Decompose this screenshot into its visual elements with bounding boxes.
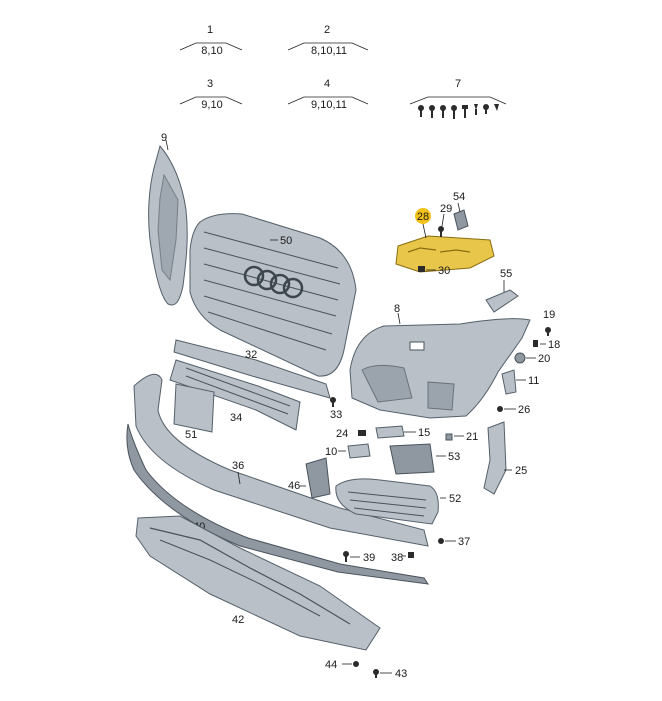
callout-19: 19 [543, 309, 555, 321]
callout-32: 32 [245, 349, 257, 361]
set-header-4: 4 9,10,11 [287, 78, 369, 111]
part-53-bracket: 53 [389, 443, 460, 475]
callout-30: 30 [438, 265, 450, 277]
set-contents: 9,10,11 [311, 99, 347, 111]
part-42-underbody-panel: 42 [135, 515, 381, 651]
callout-39: 39 [363, 552, 375, 564]
callout-55: 55 [500, 268, 512, 280]
set-number: 3 [207, 78, 213, 90]
callout-37: 37 [458, 536, 470, 548]
set-header-3: 3 9,10 [179, 78, 243, 111]
part-52-fog-grille: 52 [335, 478, 461, 525]
part-10-cap: 10 [325, 443, 371, 459]
part-33-screw: 33 [330, 397, 342, 421]
callout-28: 28 [417, 211, 429, 223]
callout-29: 29 [440, 203, 452, 215]
part-39-screw: 39 [343, 551, 375, 564]
callout-54: 54 [453, 191, 465, 203]
part-28-bracket: 28 [395, 208, 495, 273]
part-55-cover: 55 [485, 268, 519, 313]
callout-53: 53 [448, 451, 460, 463]
callout-50: 50 [280, 235, 292, 247]
part-9-side-trim: 9 [148, 132, 188, 306]
part-50-grille: 50 [189, 213, 357, 377]
callout-42: 42 [232, 614, 244, 626]
part-38-nut: 38 [391, 552, 414, 564]
set-header-7: 7 [409, 78, 507, 119]
part-25-guide: 25 [483, 421, 527, 495]
callout-43: 43 [395, 668, 407, 680]
part-21-clip: 21 [445, 431, 478, 443]
callout-51: 51 [185, 429, 197, 441]
set-header-2: 2 8,10,11 [287, 24, 369, 57]
part-32-lower-grille: 32 [173, 339, 331, 399]
callout-33: 33 [330, 409, 342, 421]
part-51-plate-holder: 51 [173, 383, 215, 441]
set-number: 4 [324, 78, 330, 90]
set-number: 2 [324, 24, 330, 36]
callout-9: 9 [161, 132, 167, 144]
callout-38: 38 [391, 552, 403, 564]
callout-26: 26 [518, 404, 530, 416]
part-26-screw: 26 [497, 404, 530, 416]
part-11-holder: 11 [501, 369, 539, 395]
part-29-screw: 29 [438, 203, 452, 237]
part-30-nut: 30 [418, 265, 450, 277]
callout-24: 24 [336, 428, 348, 440]
callout-11: 11 [528, 375, 539, 387]
set-number: 1 [207, 24, 213, 36]
callout-44: 44 [325, 659, 337, 671]
callout-46: 46 [288, 480, 300, 492]
callout-20: 20 [538, 353, 550, 365]
part-44-screw: 44 [325, 659, 359, 671]
callout-8: 8 [394, 303, 400, 315]
part-20-grommet: 20 [514, 352, 550, 365]
set-contents: 8,10 [201, 45, 222, 57]
callout-25: 25 [515, 465, 527, 477]
part-54-clip: 54 [453, 191, 469, 231]
part-46-bracket: 46 [288, 457, 331, 499]
callout-21: 21 [466, 431, 478, 443]
callout-36: 36 [232, 460, 244, 472]
set-header-1: 1 8,10 [179, 24, 243, 57]
callout-34: 34 [230, 412, 242, 424]
callout-15: 15 [418, 427, 430, 439]
part-8-bumper-cover: 8 [349, 303, 531, 419]
callout-52: 52 [449, 493, 461, 505]
set-number: 7 [455, 78, 461, 90]
callout-10: 10 [325, 446, 337, 458]
part-36-lower-trim: 36 [133, 373, 429, 547]
callout-18: 18 [548, 339, 560, 351]
brand-rings-emblem [243, 265, 304, 299]
part-18-clip: 18 [533, 339, 560, 351]
set-contents: 9,10 [201, 99, 222, 111]
part-24-bracket: 24 [336, 428, 366, 440]
fastener-set-icon [418, 104, 499, 119]
part-19-screw: 19 [543, 309, 555, 336]
part-34-strip: 34 [169, 359, 301, 431]
callout-28-badge [415, 208, 431, 224]
part-37-screw: 37 [438, 536, 470, 548]
set-contents: 8,10,11 [311, 45, 347, 57]
part-43-screw: 43 [373, 668, 407, 680]
part-15-cover: 15 [375, 425, 430, 439]
